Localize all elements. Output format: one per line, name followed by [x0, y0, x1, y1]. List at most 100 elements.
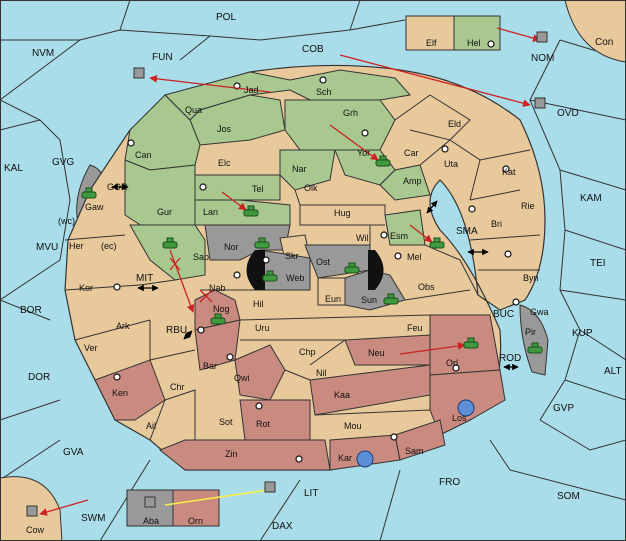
region-amp[interactable]: [379, 164, 431, 201]
label-nog: Nog: [213, 304, 230, 314]
region-qwi[interactable]: [234, 344, 286, 401]
label-nil: Nil: [316, 368, 327, 378]
label-sam: Sam: [405, 446, 424, 456]
label-nar: Nar: [292, 164, 307, 174]
label-con: Con: [595, 37, 613, 48]
label-kup: KUP: [572, 328, 593, 339]
label-mvu: MVU: [36, 242, 58, 253]
label-her: Her: [69, 241, 84, 251]
label-olk: Olk: [304, 183, 318, 193]
strait-west: [246, 250, 265, 290]
label-rie: Rie: [521, 201, 535, 211]
label-orn: Orn: [188, 516, 203, 526]
label-kam: KAM: [580, 193, 602, 204]
label-amp: Amp: [403, 176, 422, 186]
label-gor: GOR: [107, 182, 128, 192]
region-nog[interactable]: [194, 289, 241, 331]
label-pir: Pir: [525, 327, 536, 337]
label-mou: Mou: [344, 421, 362, 431]
label-hug: Hug: [334, 208, 351, 218]
label-kaa: Kaa: [334, 390, 350, 400]
label-tei: TEI: [590, 258, 606, 269]
label-feu: Feu: [407, 323, 423, 333]
label-bor: BOR: [20, 305, 42, 316]
label-chr: Chr: [170, 382, 185, 392]
label-eun: Eun: [325, 294, 341, 304]
label-kal: KAL: [4, 163, 23, 174]
label-gaw: Gaw: [85, 202, 104, 212]
label-nab: Nab: [209, 283, 226, 293]
label-gvp: GVP: [553, 403, 574, 414]
label-web: Web: [286, 273, 304, 283]
region-jos[interactable]: [189, 94, 286, 146]
label-bar: Bar: [203, 361, 217, 371]
label-ark: Ark: [116, 321, 130, 331]
label-qwi: Qwi: [234, 373, 250, 383]
region-rot[interactable]: [239, 399, 311, 441]
label-sch: Sch: [316, 87, 332, 97]
label-buc: BUC: [493, 309, 514, 320]
label-ost: Ost: [316, 257, 331, 267]
region-aba[interactable]: [126, 489, 174, 527]
label-pol: POL: [216, 12, 236, 23]
label-gwa: Gwa: [530, 307, 549, 317]
label-yor: Yor: [357, 148, 370, 158]
label-nvm: NVM: [32, 48, 54, 59]
label-nor: Nor: [224, 242, 239, 252]
small-markers: [26, 31, 548, 517]
label-orl: Orl: [446, 358, 458, 368]
region-sam[interactable]: [394, 419, 446, 461]
label-mel: Mel: [407, 252, 422, 262]
land-borders: [64, 94, 541, 441]
label-grh: Grh: [343, 108, 358, 118]
label-sap: Sap: [193, 252, 209, 262]
label-kor: Kor: [79, 283, 93, 293]
label-tel: Tel: [252, 184, 264, 194]
region-zin[interactable]: [159, 439, 331, 471]
label-jos: Jos: [217, 124, 232, 134]
label-gva: GVA: [63, 447, 84, 458]
label-rot: Rot: [256, 419, 271, 429]
label-wil: Wil: [356, 233, 369, 243]
label-dax: DAX: [272, 521, 293, 532]
label-kar: Kar: [338, 453, 352, 463]
region-grh[interactable]: [284, 99, 396, 151]
label-elc: Elc: [218, 158, 231, 168]
label-ail: Ail: [146, 421, 156, 431]
label-sma: SMA: [456, 226, 478, 237]
label-obs: Obs: [418, 282, 435, 292]
label-cow: Cow: [26, 525, 45, 535]
supply-centers: [113, 40, 520, 463]
label-swm: SWM: [81, 513, 105, 524]
army-units: [81, 155, 543, 354]
label-qua: Qua: [185, 105, 202, 115]
label-jad: Jad: [244, 85, 259, 95]
region-elf[interactable]: [405, 15, 455, 51]
label-ken: Ken: [112, 388, 128, 398]
region-pir[interactable]: [519, 304, 549, 376]
label-ver: Ver: [84, 343, 98, 353]
passage-arrows: [111, 183, 519, 371]
region-sap[interactable]: [129, 224, 206, 281]
label-elf: Elf: [426, 38, 437, 48]
label-ec: (ec): [101, 241, 117, 251]
label-alt: ALT: [604, 366, 622, 377]
label-byn: Byn: [523, 273, 539, 283]
label-ovd: OVD: [557, 108, 579, 119]
region-gur[interactable]: [124, 159, 196, 229]
label-sun: Sun: [361, 295, 377, 305]
region-tel[interactable]: [194, 174, 281, 201]
label-hil: Hil: [253, 299, 264, 309]
region-ken[interactable]: [94, 359, 166, 421]
region-orn[interactable]: [172, 489, 220, 527]
region-neu[interactable]: [344, 334, 431, 366]
support-line: [164, 489, 269, 506]
label-can: Can: [135, 150, 152, 160]
label-uta: Uta: [444, 159, 458, 169]
region-nar[interactable]: [279, 149, 336, 191]
label-bri: Bri: [491, 219, 502, 229]
label-gvg: GVG: [52, 157, 74, 168]
label-los: Los: [452, 413, 467, 423]
label-fun: FUN: [152, 52, 173, 63]
